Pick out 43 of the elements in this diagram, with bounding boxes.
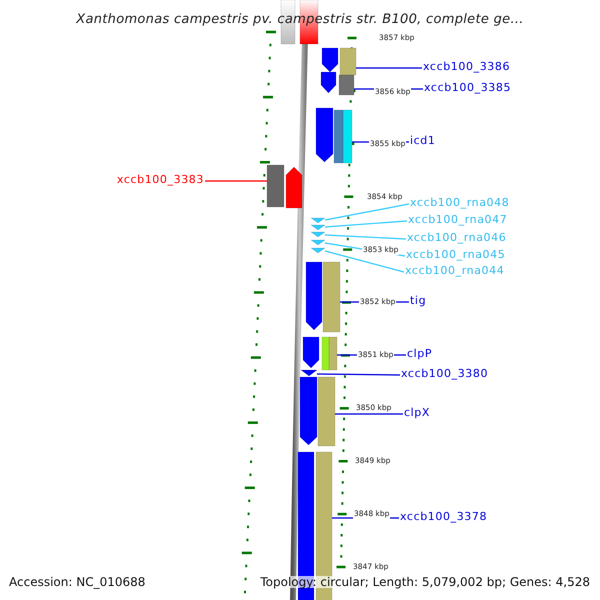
gene-label: xccb100_rna045 — [406, 249, 506, 260]
gene-label: tig — [410, 295, 426, 306]
leader-line — [324, 234, 406, 240]
accession-text: Accession: NC_010688 — [9, 576, 146, 588]
gene-bar — [316, 108, 334, 162]
gene-label: xccb100_3380 — [401, 368, 488, 379]
leader-line — [335, 413, 403, 415]
gene-bar — [322, 262, 340, 332]
gene-bar — [286, 166, 302, 208]
gene-bar — [340, 48, 356, 76]
leader-line — [317, 373, 400, 376]
gene-label: xccb100_rna046 — [407, 232, 506, 243]
leader-line — [356, 67, 422, 69]
summary-text: Topology: circular; Length: 5,079,002 bp; Genes: 4,528 — [260, 576, 590, 588]
gene-label: xccb100_3385 — [424, 82, 512, 93]
leader-line — [205, 180, 267, 182]
gene-label: xccb100_rna048 — [410, 197, 510, 208]
gene-label: xccb100_3383 — [116, 174, 204, 185]
gene-label: xccb100_3378 — [400, 511, 488, 522]
gene-label: clpP — [407, 348, 432, 359]
gene-bar — [342, 110, 352, 164]
leader-line — [324, 250, 404, 273]
leader-line — [324, 220, 408, 228]
gene-marker — [310, 240, 326, 246]
gene-bar — [320, 72, 336, 94]
gene-bar — [318, 376, 336, 446]
gene-marker — [310, 248, 326, 254]
gene-bar — [338, 74, 354, 96]
gene-label: xccb100_rna047 — [408, 214, 508, 225]
gene-bar — [266, 164, 284, 208]
gene-label: xccb100_3386 — [423, 61, 510, 72]
gene-bar — [334, 110, 344, 164]
leader-line — [324, 203, 410, 221]
gene-marker — [310, 218, 326, 224]
gene-bar — [306, 262, 322, 330]
gene-label: icd1 — [410, 135, 436, 146]
gene-label: clpX — [404, 407, 430, 418]
gene-bar — [322, 48, 338, 72]
gene-label: xccb100_rna044 — [405, 265, 504, 276]
gene-bar — [322, 336, 330, 370]
gene-marker — [310, 232, 326, 238]
map-title: Xanthomonas campestris pv. campestris str. B100, complete ge... — [76, 13, 524, 26]
gene-marker — [310, 224, 326, 230]
